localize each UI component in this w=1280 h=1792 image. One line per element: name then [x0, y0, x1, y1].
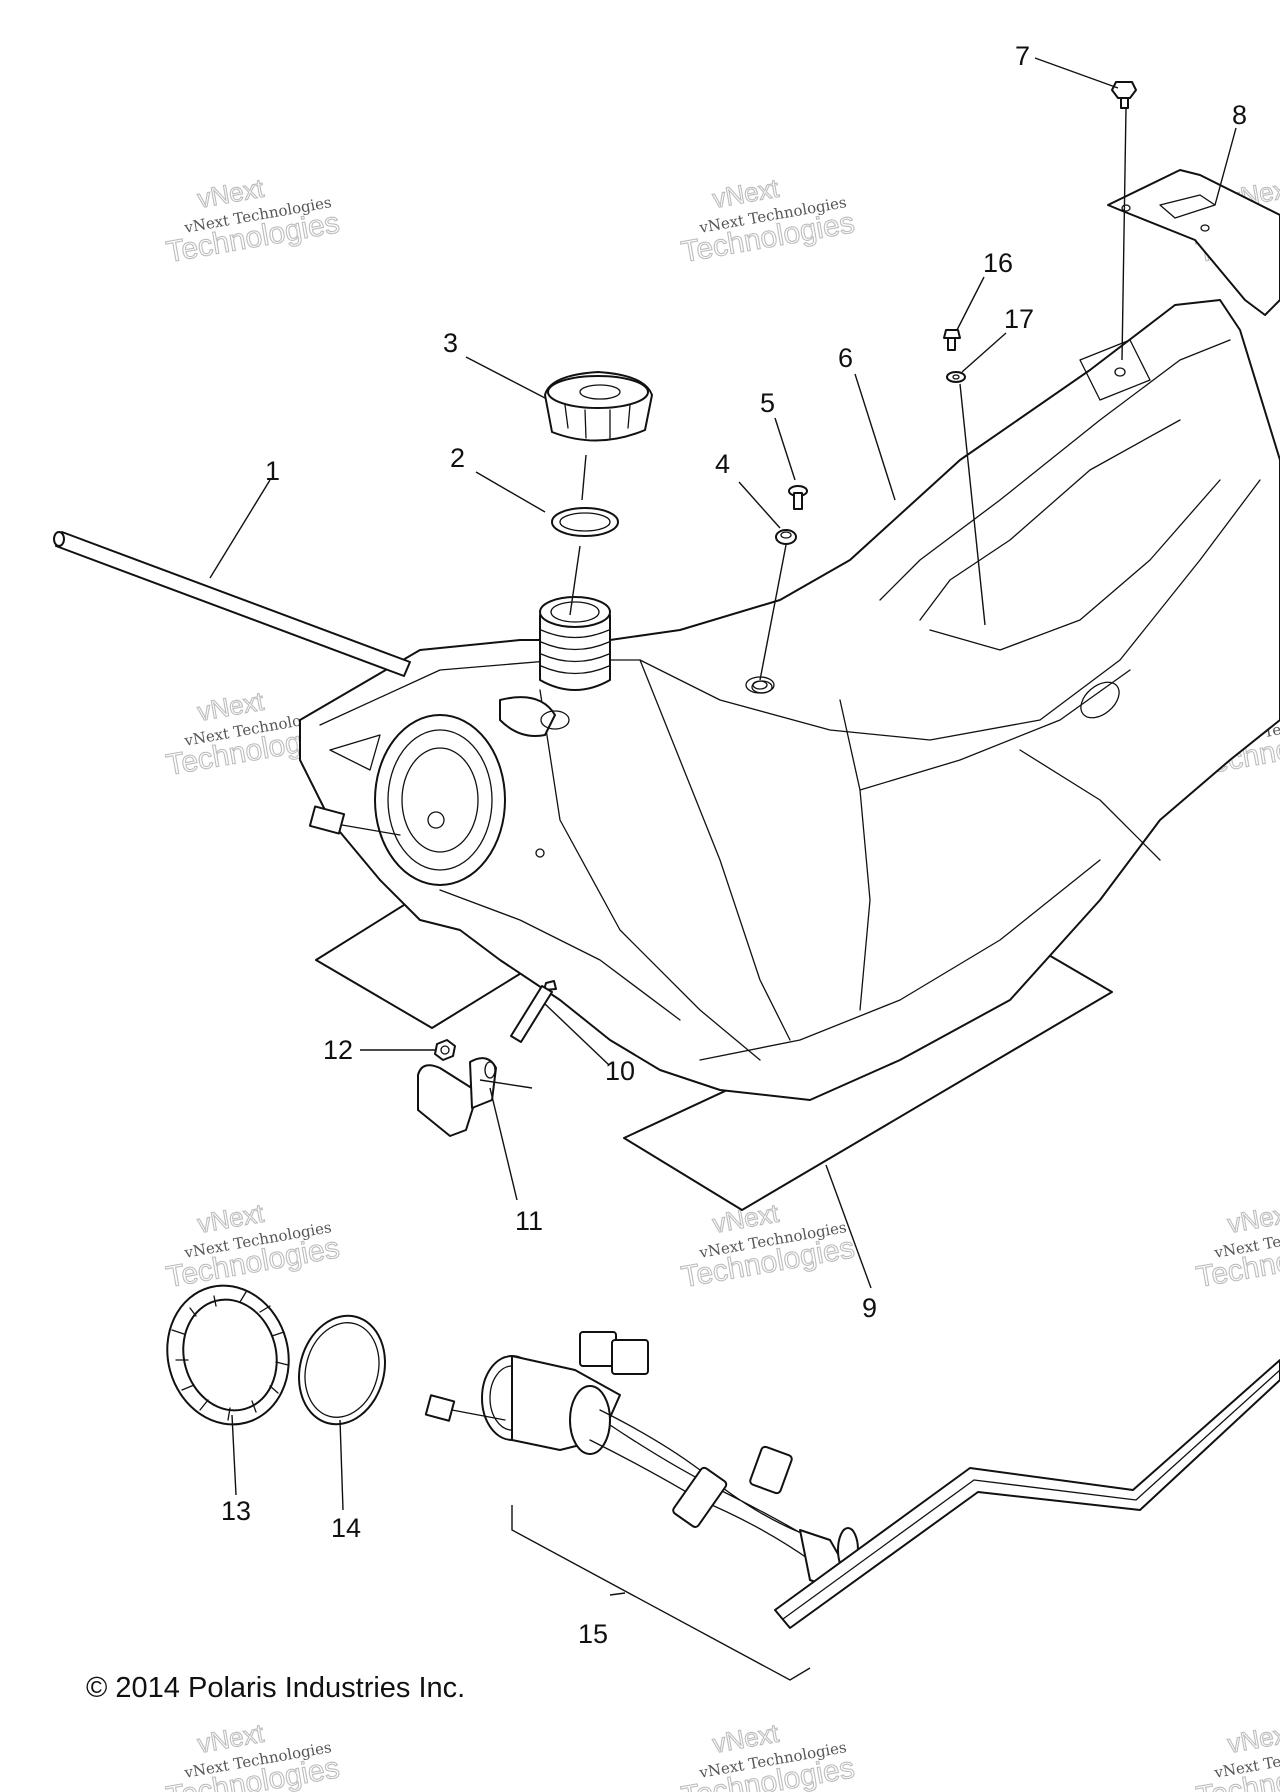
callout-2: 2: [450, 443, 465, 473]
callout-15: 15: [578, 1619, 608, 1649]
callout-4: 4: [715, 449, 730, 479]
watermark: vNext vNext Technologies Technologies: [163, 1197, 342, 1295]
callout-17: 17: [1004, 304, 1034, 334]
fuel-tank-illustration: [299, 299, 1280, 1101]
watermark: vNext vNext Technologies Technologies: [678, 1197, 857, 1295]
callout-10: 10: [605, 1056, 635, 1086]
o-ring-illustration: [298, 1314, 386, 1426]
vent-hose-illustration: [53, 531, 411, 677]
leader-lines: [209, 57, 1237, 1681]
lock-ring-illustration: [166, 1284, 290, 1426]
seal-ring-illustration: [551, 507, 619, 537]
watermark: vNext vNext Technologies Technologies: [678, 172, 857, 270]
callout-13: 13: [221, 1496, 251, 1526]
watermark: vNext vNext Technologies Technologies: [1193, 1197, 1280, 1295]
callout-labels: 1 2 3 4 5 6 7 8 9 10 11 12 13 14 15 16 1…: [221, 41, 1247, 1649]
watermark: vNext vNext Technologies Technologies: [1193, 1717, 1280, 1792]
watermark: vNext vNext Technologies Technologies: [163, 1717, 342, 1792]
callout-6: 6: [838, 343, 853, 373]
callout-5: 5: [760, 388, 775, 418]
callout-14: 14: [331, 1513, 361, 1543]
callout-12: 12: [323, 1035, 353, 1065]
callout-16: 16: [983, 248, 1013, 278]
fuel-pump-illustration: [424, 1331, 1280, 1629]
watermark: vNext vNext Technologies Technologies: [678, 1717, 857, 1792]
fuel-cap-illustration: [544, 371, 653, 442]
copyright-notice: © 2014 Polaris Industries Inc.: [86, 1672, 466, 1704]
callout-1: 1: [265, 456, 280, 486]
callout-11: 11: [515, 1206, 543, 1236]
callout-7: 7: [1015, 41, 1030, 71]
callout-3: 3: [443, 328, 458, 358]
watermark: vNext vNext Technologies Technologies: [163, 172, 342, 270]
callout-8: 8: [1232, 100, 1247, 130]
hardware-illustration: [417, 81, 1137, 1137]
callout-9: 9: [862, 1293, 877, 1323]
